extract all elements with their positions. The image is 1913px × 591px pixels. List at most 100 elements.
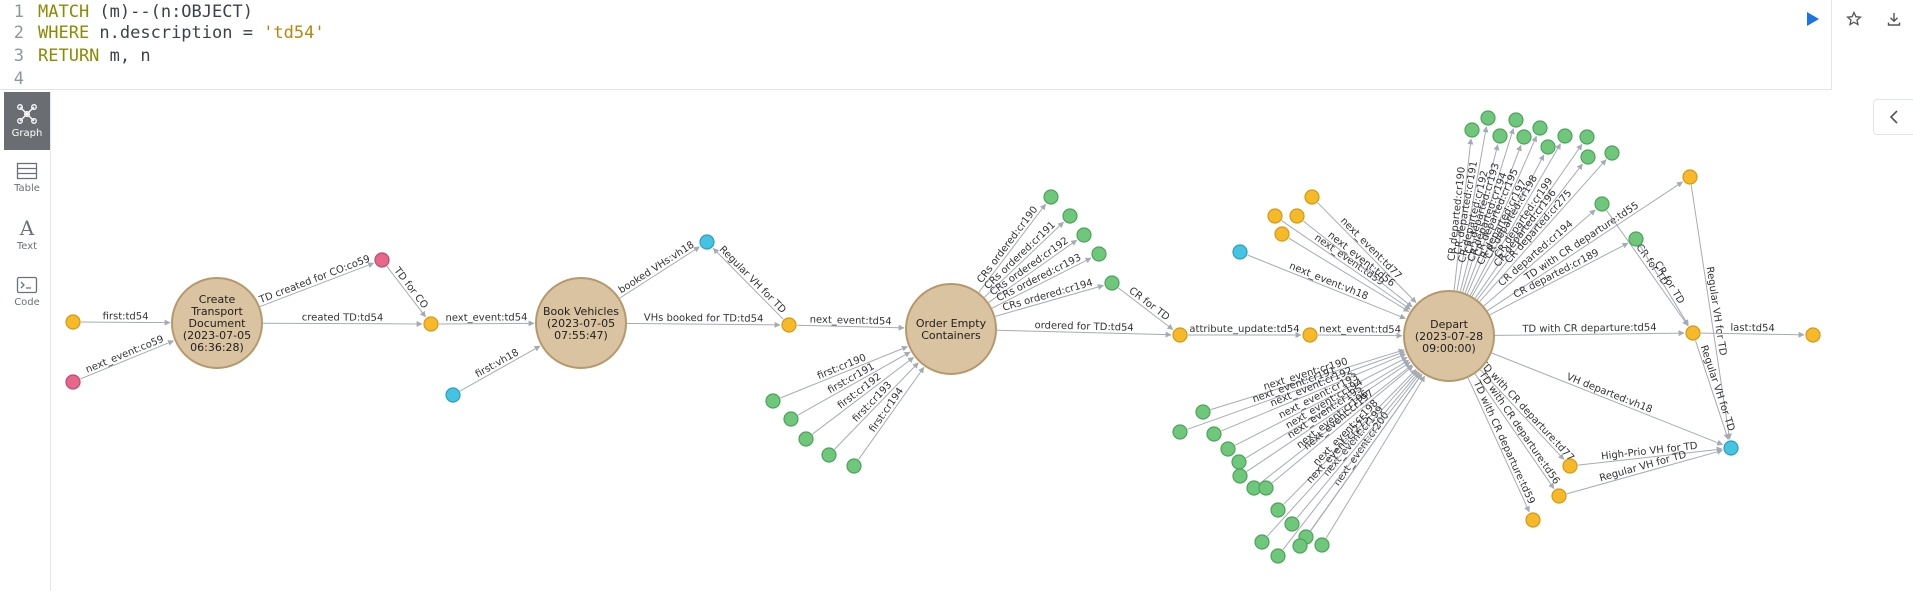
- graph-node[interactable]: [1104, 275, 1120, 291]
- relationship-edge[interactable]: [858, 366, 925, 460]
- run-button[interactable]: [1799, 6, 1825, 32]
- relationship-edge[interactable]: [1700, 331, 1805, 338]
- graph-node[interactable]: [65, 314, 81, 330]
- graph-node[interactable]: [1220, 441, 1236, 457]
- relationship-edge[interactable]: [1606, 210, 1689, 327]
- graph-node[interactable]: [1532, 120, 1548, 136]
- graph-node[interactable]: [1682, 169, 1698, 185]
- relationship-edge[interactable]: [1489, 242, 1629, 316]
- relationship-edge[interactable]: [797, 351, 911, 416]
- relationship-edge[interactable]: [459, 345, 541, 392]
- relationship-edge[interactable]: [1247, 254, 1406, 320]
- tab-table[interactable]: Table: [4, 149, 50, 207]
- graph-node[interactable]: [1292, 538, 1308, 554]
- relationship-edge[interactable]: [1474, 143, 1583, 299]
- graph-node[interactable]: [1579, 129, 1595, 145]
- relationship-edge[interactable]: [619, 246, 700, 299]
- relationship-edge[interactable]: [1695, 340, 1730, 441]
- relationship-edge[interactable]: [996, 329, 1172, 338]
- event-node[interactable]: [171, 277, 263, 369]
- relationship-edge[interactable]: [1260, 364, 1413, 484]
- relationship-edge[interactable]: [812, 357, 915, 435]
- relationship-edge[interactable]: [80, 319, 171, 326]
- relationship-edge[interactable]: [1304, 373, 1423, 540]
- graph-node[interactable]: [1232, 244, 1248, 260]
- relationship-edge[interactable]: [988, 239, 1078, 303]
- relationship-edge[interactable]: [1296, 371, 1420, 519]
- relationship-edge[interactable]: [80, 340, 175, 380]
- relationship-edge[interactable]: [1267, 370, 1418, 537]
- relationship-edge[interactable]: [834, 362, 919, 450]
- graph-node[interactable]: [1258, 480, 1274, 496]
- graph-node[interactable]: [1232, 468, 1248, 484]
- graph-node[interactable]: [1043, 189, 1059, 205]
- graph-node[interactable]: [1206, 426, 1222, 442]
- graph-node[interactable]: [1562, 458, 1578, 474]
- graph-node[interactable]: [783, 411, 799, 427]
- graph-node[interactable]: [821, 447, 837, 463]
- editor-line[interactable]: 4: [0, 67, 38, 90]
- graph-node[interactable]: [1270, 502, 1286, 518]
- query-editor[interactable]: 1 MATCH (m)--(n:OBJECT) 2 WHERE n.descri…: [0, 0, 1832, 90]
- graph-node[interactable]: [1604, 145, 1620, 161]
- relationship-edge[interactable]: [984, 221, 1064, 298]
- graph-node[interactable]: [1284, 516, 1300, 532]
- editor-line[interactable]: 3 RETURN m, n: [0, 44, 151, 67]
- tab-code[interactable]: Code: [4, 263, 50, 321]
- graph-node[interactable]: [1062, 208, 1078, 224]
- relationship-edge[interactable]: [1118, 287, 1174, 330]
- tab-text[interactable]: A Text: [4, 206, 50, 264]
- download-button[interactable]: [1881, 6, 1907, 32]
- graph-node[interactable]: [1267, 208, 1283, 224]
- graph-node[interactable]: [846, 458, 862, 474]
- relationship-edge[interactable]: [1325, 375, 1426, 539]
- relationship-edge[interactable]: [1456, 126, 1489, 291]
- graph-node[interactable]: [1540, 139, 1556, 155]
- graph-node[interactable]: [1274, 226, 1290, 242]
- relationship-edge[interactable]: [438, 320, 535, 327]
- relationship-edge[interactable]: [1639, 245, 1689, 326]
- graph-node[interactable]: [65, 374, 81, 390]
- graph-node[interactable]: [1314, 537, 1330, 553]
- relationship-edge[interactable]: [1464, 144, 1522, 294]
- relationship-edge[interactable]: [1234, 356, 1408, 446]
- graph-node[interactable]: [1172, 327, 1188, 343]
- graph-node[interactable]: [1172, 424, 1188, 440]
- graph-node[interactable]: [1508, 112, 1524, 128]
- relationship-edge[interactable]: [1566, 448, 1723, 495]
- relationship-edge[interactable]: [1469, 154, 1545, 296]
- graph-node[interactable]: [781, 317, 797, 333]
- graph-node[interactable]: [1628, 231, 1644, 247]
- graph-node[interactable]: [1254, 534, 1270, 550]
- graph-node[interactable]: [1580, 149, 1596, 165]
- graph-node[interactable]: [699, 234, 715, 250]
- relationship-edge[interactable]: [262, 320, 423, 327]
- favorite-button[interactable]: [1841, 6, 1867, 32]
- relationship-edge[interactable]: [1487, 181, 1683, 312]
- relationship-edge[interactable]: [712, 247, 784, 320]
- relationship-edge[interactable]: [386, 266, 426, 318]
- relationship-edge[interactable]: [1221, 353, 1407, 432]
- graph-node[interactable]: [1195, 404, 1211, 420]
- relationship-edge[interactable]: [978, 203, 1046, 293]
- graph-node[interactable]: [798, 431, 814, 447]
- relationship-edge[interactable]: [780, 345, 908, 399]
- relationship-edge[interactable]: [1459, 144, 1500, 292]
- relationship-edge[interactable]: [1471, 143, 1561, 297]
- relationship-edge[interactable]: [796, 324, 905, 331]
- relationship-edge[interactable]: [1210, 348, 1405, 411]
- graph-node[interactable]: [1304, 189, 1320, 205]
- graph-node[interactable]: [1723, 440, 1739, 456]
- graph-node[interactable]: [1805, 327, 1821, 343]
- relationship-edge[interactable]: [1494, 330, 1685, 337]
- graph-node[interactable]: [423, 316, 439, 332]
- relationship-edge[interactable]: [1690, 184, 1732, 440]
- relationship-edge[interactable]: [1462, 128, 1515, 293]
- relationship-edge[interactable]: [1483, 209, 1596, 307]
- graph-node[interactable]: [1480, 110, 1496, 126]
- graph-node[interactable]: [1594, 196, 1610, 212]
- relationship-edge[interactable]: [626, 321, 781, 328]
- relationship-edge[interactable]: [1283, 369, 1417, 505]
- graph-node[interactable]: [1302, 327, 1318, 343]
